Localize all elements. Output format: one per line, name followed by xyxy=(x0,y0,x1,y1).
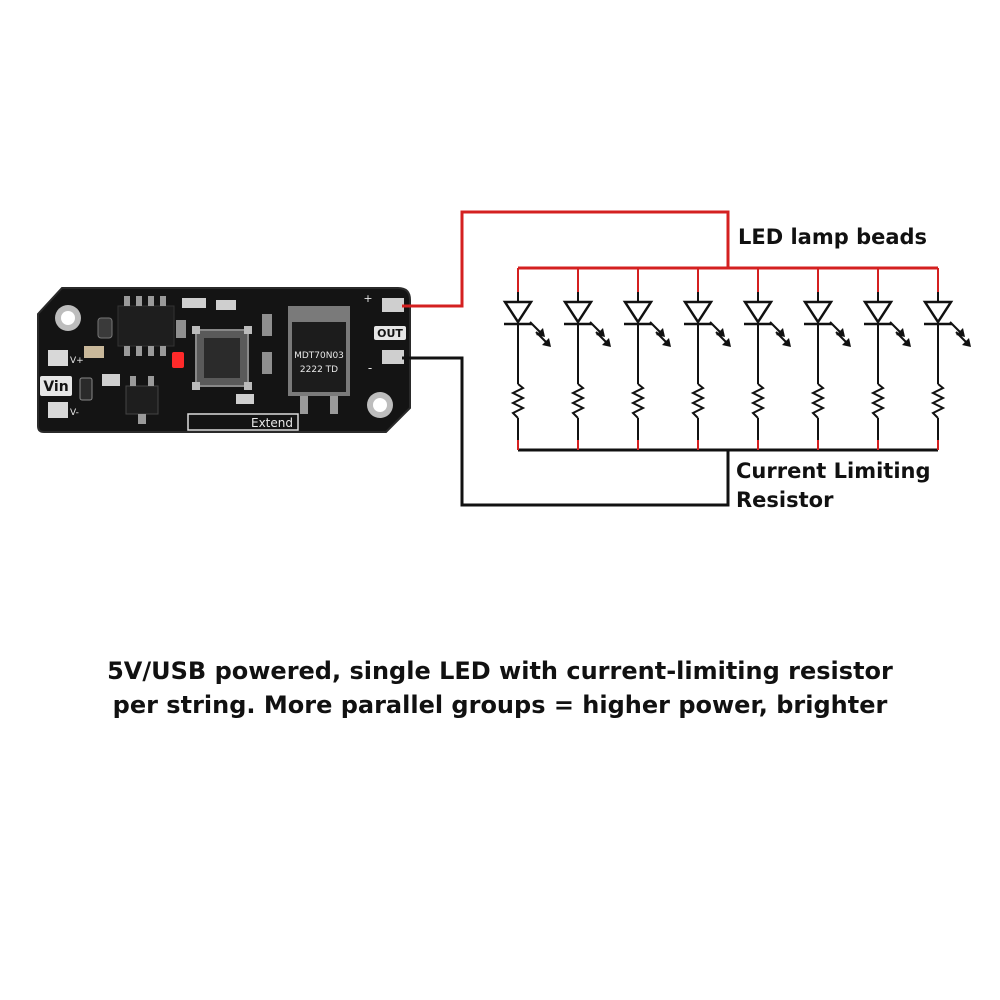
led-bead-icon xyxy=(862,300,911,347)
led-string xyxy=(862,268,911,450)
out-plus-label: + xyxy=(363,292,372,305)
indicator-led xyxy=(172,352,184,368)
mosfet: MDT70N03 2222 TD xyxy=(288,306,350,414)
positive-wire xyxy=(402,210,730,308)
caption-line2: per string. More parallel groups = highe… xyxy=(112,691,888,719)
led-bead-icon xyxy=(682,300,731,347)
push-button xyxy=(192,326,252,390)
led-string xyxy=(922,268,971,450)
resistor-icon xyxy=(630,383,646,419)
mosfet-date-code: 2222 TD xyxy=(300,365,338,375)
extend-label: Extend xyxy=(251,416,293,430)
led-bead-icon xyxy=(742,300,791,347)
pcb-board: Vin V+ V- xyxy=(37,287,411,433)
negative-wire xyxy=(402,356,730,507)
v-minus-label: V- xyxy=(70,408,79,418)
resistor-icon xyxy=(870,383,886,419)
ic-chip xyxy=(117,296,175,356)
led-bead-icon xyxy=(562,300,611,347)
v-plus-label: V+ xyxy=(70,356,84,366)
resistor-icon xyxy=(570,383,586,419)
led-string xyxy=(682,268,731,450)
resistor-label-line1: Current Limiting xyxy=(736,459,931,483)
resistor-icon xyxy=(810,383,826,419)
led-string xyxy=(802,268,851,450)
output-header: OUT + - xyxy=(363,292,406,375)
led-string xyxy=(742,268,791,450)
led-string xyxy=(622,268,671,450)
led-strings xyxy=(502,268,971,450)
out-label: OUT xyxy=(377,327,403,340)
out-minus-label: - xyxy=(368,361,372,375)
led-lamp-beads-label: LED lamp beads xyxy=(738,225,927,249)
resistor-icon xyxy=(750,383,766,419)
led-bead-icon xyxy=(802,300,851,347)
resistor-icon xyxy=(930,383,946,419)
led-bead-icon xyxy=(922,300,971,347)
mosfet-part-number: MDT70N03 xyxy=(294,351,344,361)
led-bead-icon xyxy=(502,300,551,347)
led-bead-icon xyxy=(622,300,671,347)
led-string xyxy=(562,268,611,450)
resistor-icon xyxy=(690,383,706,419)
caption-line1: 5V/USB powered, single LED with current-… xyxy=(107,657,893,685)
led-string xyxy=(502,268,551,450)
resistor-icon xyxy=(510,383,526,419)
caption: 5V/USB powered, single LED with current-… xyxy=(40,654,960,722)
vin-pads: Vin V+ V- xyxy=(40,350,84,418)
resistor-label-line2: Resistor xyxy=(736,488,834,512)
transistor xyxy=(125,376,159,424)
vin-label: Vin xyxy=(43,379,68,395)
